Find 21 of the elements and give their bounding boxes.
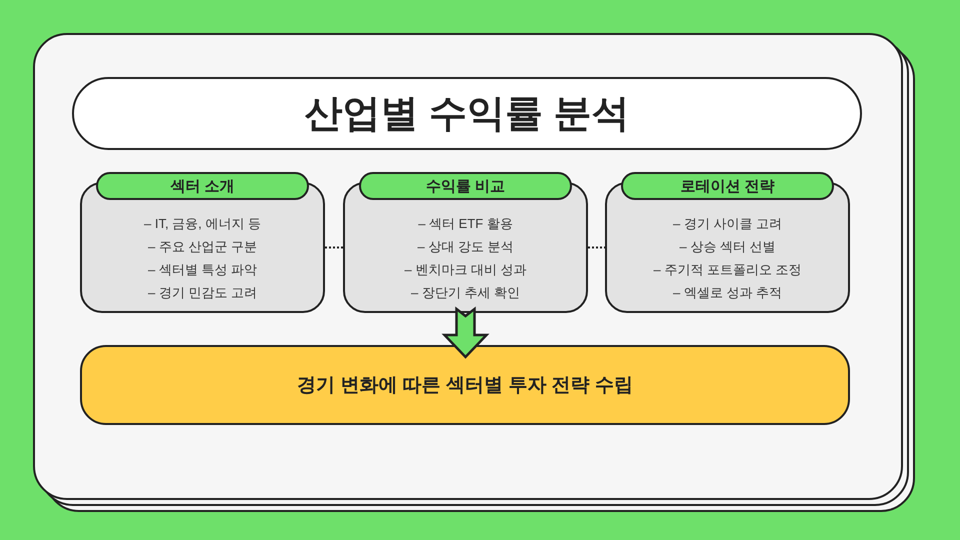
dotted-connector	[588, 246, 605, 248]
dotted-connector	[325, 246, 343, 248]
result-text: 경기 변화에 따른 섹터별 투자 전략 수립	[297, 374, 633, 398]
bullet-item: – 장단기 추세 확인	[410, 284, 522, 302]
block-arrow	[442, 306, 490, 359]
bullet-item: – 주요 산업군 구분	[146, 238, 258, 256]
bullet-item: – IT, 금융, 에너지 등	[142, 215, 262, 233]
bullet-item: – 주기적 포트폴리오 조정	[652, 261, 803, 279]
card-header: 섹터 소개	[96, 172, 309, 200]
bullet-item: – 엑셀로 성과 추적	[672, 284, 784, 302]
title-text: 산업별 수익률 분석	[304, 92, 630, 137]
bullet-item: – 벤치마크 대비 성과	[403, 261, 528, 279]
card-header: 수익률 비교	[359, 172, 572, 200]
bullet-item: – 상대 강도 분석	[416, 238, 515, 256]
result-box	[80, 345, 850, 425]
bullet-item: – 상승 섹터 선별	[678, 238, 777, 256]
bullet-item: – 섹터 ETF 활용	[417, 215, 514, 233]
card-header: 로테이션 전략	[621, 172, 834, 200]
bullet-item: – 섹터별 특성 파악	[146, 261, 258, 279]
bullet-item: – 경기 사이클 고려	[672, 215, 784, 233]
bullet-item: – 경기 민감도 고려	[146, 284, 258, 302]
